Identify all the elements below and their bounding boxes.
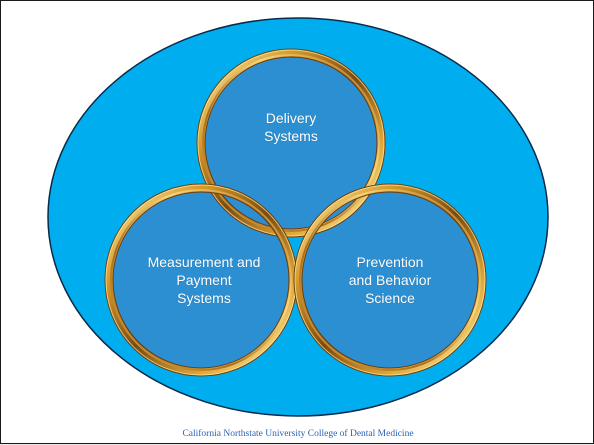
prevention-circle-fill: [298, 188, 482, 372]
prevention-ring: [293, 183, 487, 377]
measurement-circle-fill: [109, 188, 293, 372]
delivery-label: Delivery Systems: [264, 110, 318, 144]
measurement-label: Measurement and Payment Systems: [147, 254, 261, 306]
footer-text: California Northstate University College…: [182, 429, 414, 439]
measurement-ring: [104, 183, 298, 377]
delivery-ring: [196, 48, 386, 238]
prevention-label: Prevention and Behavior Science: [348, 254, 432, 306]
delivery-circle-fill: [201, 53, 381, 233]
